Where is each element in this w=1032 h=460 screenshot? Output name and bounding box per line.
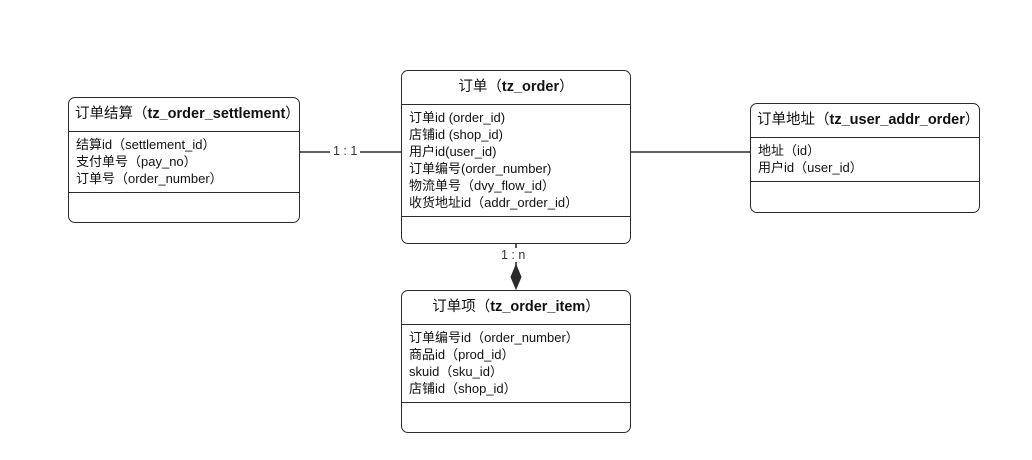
entity-field-list: 地址（id） 用户id（user_id）: [751, 138, 979, 181]
entity-tz-user-addr-order[interactable]: 订单地址（tz_user_addr_order） 地址（id） 用户id（use…: [750, 103, 980, 214]
title-paren-open: （: [815, 112, 830, 128]
entity-table-name: tz_order_settlement: [147, 106, 286, 122]
entity-name-cn: 订单项: [432, 299, 476, 315]
entity-table-name: tz_order_item: [490, 299, 586, 315]
entity-field: 物流单号（dvy_flow_id）: [409, 178, 555, 194]
entity-name-cn: 订单: [458, 79, 488, 95]
relation-label-order-orderitem: 1 : n: [498, 248, 529, 262]
entity-field: 订单编号id（order_number）: [409, 330, 579, 346]
entity-field: 用户id（user_id）: [758, 160, 863, 176]
entity-empty-compartment: [402, 403, 630, 432]
entity-empty-compartment: [69, 193, 299, 222]
title-paren-open: （: [133, 106, 148, 122]
entity-field-list: 订单编号id（order_number） 商品id（prod_id） skuid…: [402, 325, 630, 402]
entity-tz-order-item[interactable]: 订单项（tz_order_item） 订单编号id（order_number） …: [401, 290, 631, 434]
entity-field: 订单编号(order_number): [409, 161, 552, 177]
entity-divider: [69, 192, 299, 194]
title-paren-open: （: [487, 79, 502, 95]
title-paren-close: ）: [585, 299, 600, 315]
relation-label-settlement-order: 1 : 1: [330, 144, 361, 158]
entity-field: 结算id（settlement_id）: [76, 137, 216, 153]
entity-title-tz-order-settlement: 订单结算（tz_order_settlement）: [69, 98, 299, 131]
entity-field: 收货地址id（addr_order_id）: [409, 195, 579, 211]
entity-name-cn: 订单地址: [757, 112, 815, 128]
entity-field: 订单id (order_id): [409, 110, 506, 126]
entity-field: 订单号（order_number）: [76, 171, 223, 187]
entity-title-tz-order-item: 订单项（tz_order_item）: [402, 291, 630, 324]
entity-field: 地址（id）: [758, 143, 821, 159]
title-paren-close: ）: [559, 79, 574, 95]
entity-title-tz-user-addr-order: 订单地址（tz_user_addr_order）: [751, 104, 979, 137]
entity-name-cn: 订单结算: [75, 106, 133, 122]
entity-field: 店铺id（shop_id）: [409, 381, 517, 397]
entity-field: 店铺id (shop_id): [409, 127, 503, 143]
entity-field: 商品id（prod_id）: [409, 347, 515, 363]
entity-field-list: 结算id（settlement_id） 支付单号（pay_no） 订单号（ord…: [69, 132, 299, 192]
entity-field-list: 订单id (order_id) 店铺id (shop_id) 用户id(user…: [402, 105, 630, 216]
entity-field: 支付单号（pay_no）: [76, 154, 197, 170]
entity-divider: [402, 402, 630, 404]
title-paren-close: ）: [285, 106, 300, 122]
entity-divider: [402, 324, 630, 326]
entity-empty-compartment: [751, 182, 979, 212]
entity-field: 用户id(user_id): [409, 144, 497, 160]
entity-title-tz-order: 订单（tz_order）: [402, 71, 630, 104]
title-paren-open: （: [475, 299, 491, 315]
entity-tz-order[interactable]: 订单（tz_order） 订单id (order_id) 店铺id (shop_…: [401, 70, 631, 245]
entity-tz-order-settlement[interactable]: 订单结算（tz_order_settlement） 结算id（settlemen…: [68, 97, 300, 224]
entity-empty-compartment: [402, 217, 630, 243]
entity-divider: [751, 137, 979, 139]
entity-divider: [69, 131, 299, 133]
entity-divider: [751, 181, 979, 183]
entity-field: skuid（sku_id）: [409, 364, 503, 380]
title-paren-close: ）: [964, 112, 980, 128]
diamond-marker-icon: [510, 263, 522, 291]
entity-divider: [402, 216, 630, 218]
entity-table-name: tz_user_addr_order: [829, 112, 965, 128]
entity-table-name: tz_order: [501, 79, 560, 95]
entity-divider: [402, 104, 630, 106]
